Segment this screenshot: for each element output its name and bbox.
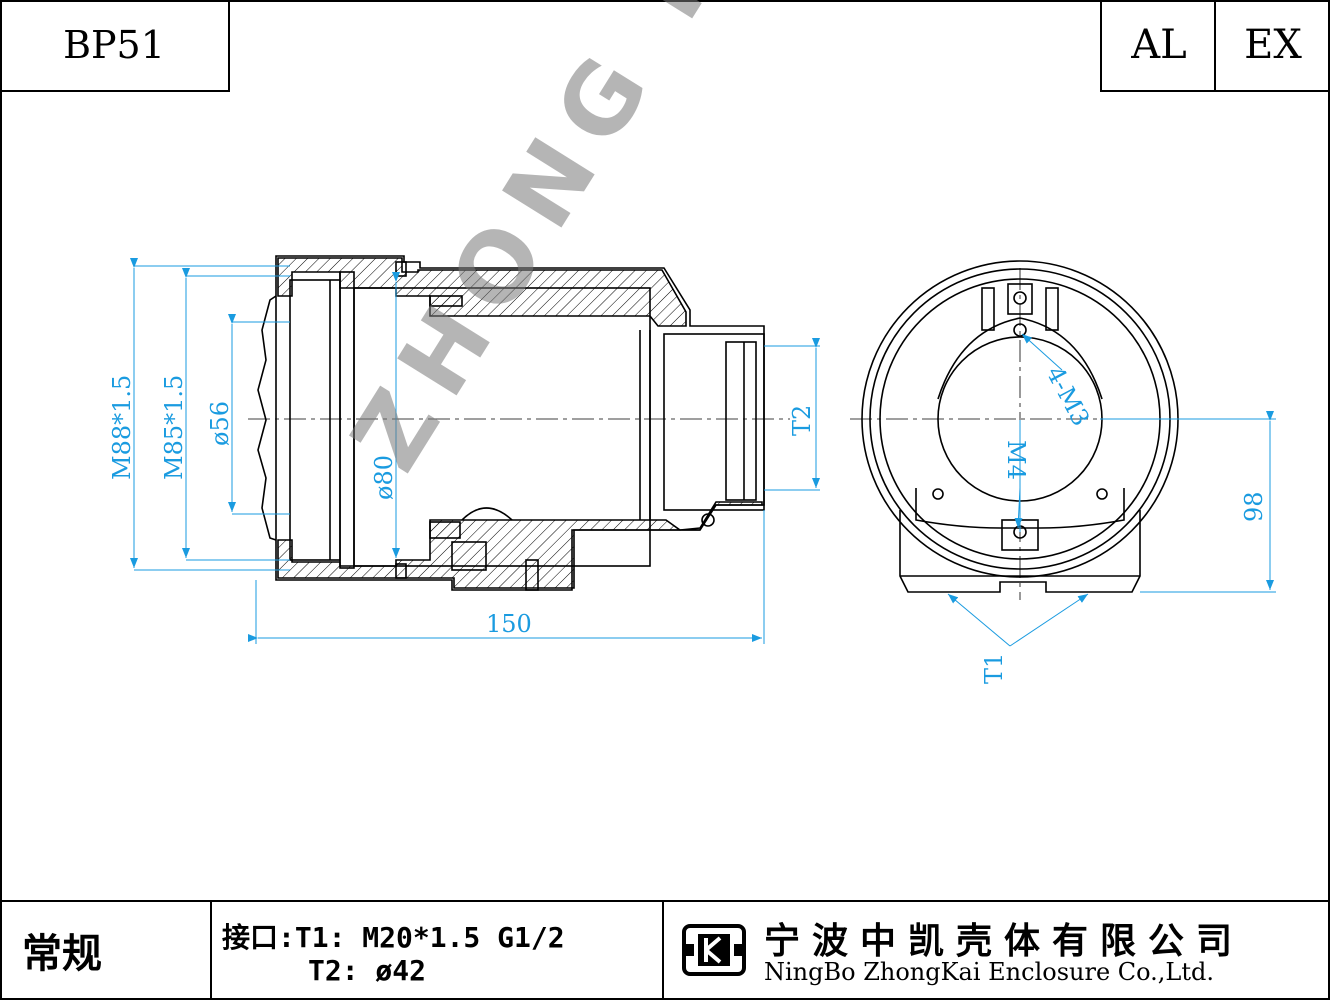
company-name-en: NingBo ZhongKai Enclosure Co.,Ltd. xyxy=(764,958,1214,986)
dim-port-t1: T1 xyxy=(980,653,1008,684)
dim-port-t2: T2 xyxy=(788,405,816,436)
footer-bar xyxy=(0,900,1330,1000)
footer-company: 宁波中凯壳体有限公司 NingBo ZhongKai Enclosure Co.… xyxy=(664,900,1330,1000)
ports-line-1: 接口:T1: M20*1.5 G1/2 xyxy=(222,921,565,954)
company-logo-icon xyxy=(682,924,746,976)
dim-thread-outer: M88*1.5 xyxy=(108,375,136,480)
dim-bore-80: ø80 xyxy=(370,455,398,500)
ports-line-2: T2: ø42 xyxy=(308,954,427,987)
tag-al: AL xyxy=(1100,0,1216,92)
dim-bore-56: ø56 xyxy=(206,401,234,446)
technical-drawing: M88*1.5 M85*1.5 ø56 ø80 T2 150 xyxy=(108,255,1276,684)
model-code: BP51 xyxy=(0,0,230,92)
company-name-cn: 宁波中凯壳体有限公司 xyxy=(764,921,1245,962)
side-view xyxy=(248,255,790,591)
footer-type: 常规 xyxy=(0,900,212,1000)
side-view-dims xyxy=(130,258,820,644)
dim-m4: M4 xyxy=(1002,440,1030,480)
dim-length: 150 xyxy=(486,610,532,638)
dim-height: 98 xyxy=(1240,491,1268,522)
front-view xyxy=(850,260,1276,600)
tag-ex: EX xyxy=(1214,0,1330,92)
dim-thread-inner: M85*1.5 xyxy=(160,375,188,480)
front-view-dims xyxy=(947,333,1276,647)
footer-ports: 接口:T1: M20*1.5 G1/2 T2: ø42 xyxy=(212,900,664,1000)
